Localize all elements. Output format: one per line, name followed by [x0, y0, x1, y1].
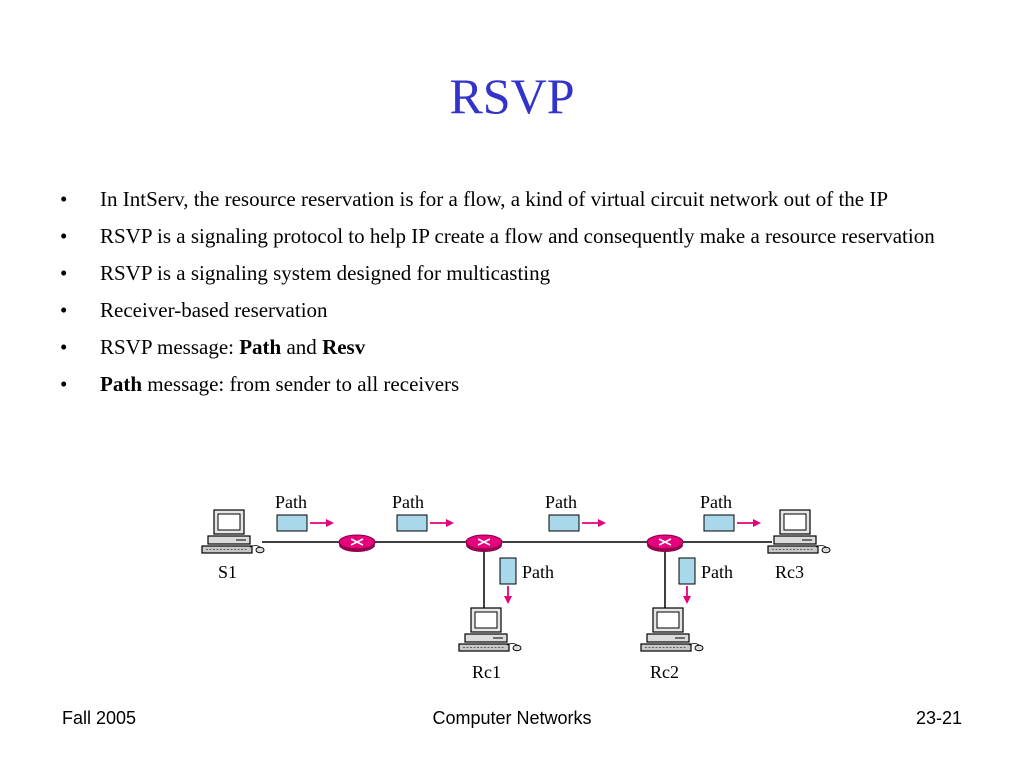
bullet-dot-icon: •: [60, 335, 68, 359]
bullet-bold-text: Resv: [322, 335, 366, 359]
router-3: [646, 534, 684, 553]
node-label-rc3: Rc3: [775, 562, 804, 582]
node-label-rc2: Rc2: [650, 662, 679, 682]
node-label-rc1: Rc1: [472, 662, 501, 682]
path-label: Path: [392, 492, 424, 512]
bullet-dot-icon: •: [60, 187, 68, 211]
path-message-1: Path: [275, 492, 334, 532]
bullet-dot-icon: •: [60, 261, 68, 285]
bullet-bold-text: Path: [100, 372, 142, 396]
path-message-rc1: Path: [499, 557, 554, 604]
path-label: Path: [701, 562, 733, 582]
computer-s1-icon: [201, 509, 265, 554]
bullet-item: • RSVP is a signaling protocol to help IP…: [60, 221, 960, 251]
computer-rc3-icon: [767, 509, 831, 554]
bullet-text: Receiver-based reservation: [100, 298, 328, 322]
path-message-3: Path: [545, 492, 606, 532]
bullet-item: • In IntServ, the resource reservation is…: [60, 184, 960, 214]
bullet-bold-text: Path: [239, 335, 282, 359]
slide-title: RSVP: [449, 68, 575, 124]
bullet-item: • Path message: from sender to all receiv…: [60, 369, 960, 399]
path-message-rc2: Path: [678, 557, 733, 604]
bullet-text: RSVP is a signaling system designed for …: [100, 261, 551, 285]
path-label: Path: [522, 562, 554, 582]
computer-rc1-icon: [458, 607, 522, 652]
footer-term: Fall 2005: [62, 708, 137, 728]
path-message-4: Path: [700, 492, 761, 532]
bullet-item: • Receiver-based reservation: [60, 295, 960, 325]
node-label-s1: S1: [218, 562, 237, 582]
computer-rc2-icon: [640, 607, 704, 652]
path-label: Path: [275, 492, 307, 512]
router-1: [338, 534, 376, 553]
path-label: Path: [545, 492, 577, 512]
bullet-item: • RSVP message: Path and Resv: [60, 332, 960, 362]
footer-course: Computer Networks: [432, 708, 592, 728]
router-2: [465, 534, 503, 553]
bullet-text: In IntServ, the resource reservation is …: [100, 187, 889, 211]
bullet-list: • In IntServ, the resource reservation is…: [60, 184, 960, 406]
bullet-item: • RSVP is a signaling system designed for…: [60, 258, 960, 288]
bullet-dot-icon: •: [60, 224, 68, 248]
bullet-text: RSVP message:: [100, 335, 240, 359]
bullet-text: RSVP is a signaling protocol to help IP …: [100, 224, 935, 248]
bullet-text: message: from sender to all receivers: [142, 372, 460, 396]
bullet-text: and: [281, 335, 323, 359]
footer-slide-number: 23-21: [915, 708, 962, 728]
bullet-dot-icon: •: [60, 298, 68, 322]
bullet-dot-icon: •: [60, 372, 68, 396]
rsvp-path-diagram: Path Path Path Path Path Path S1 Rc3 Rc1…: [201, 492, 831, 682]
path-label: Path: [700, 492, 732, 512]
path-message-2: Path: [392, 492, 454, 532]
